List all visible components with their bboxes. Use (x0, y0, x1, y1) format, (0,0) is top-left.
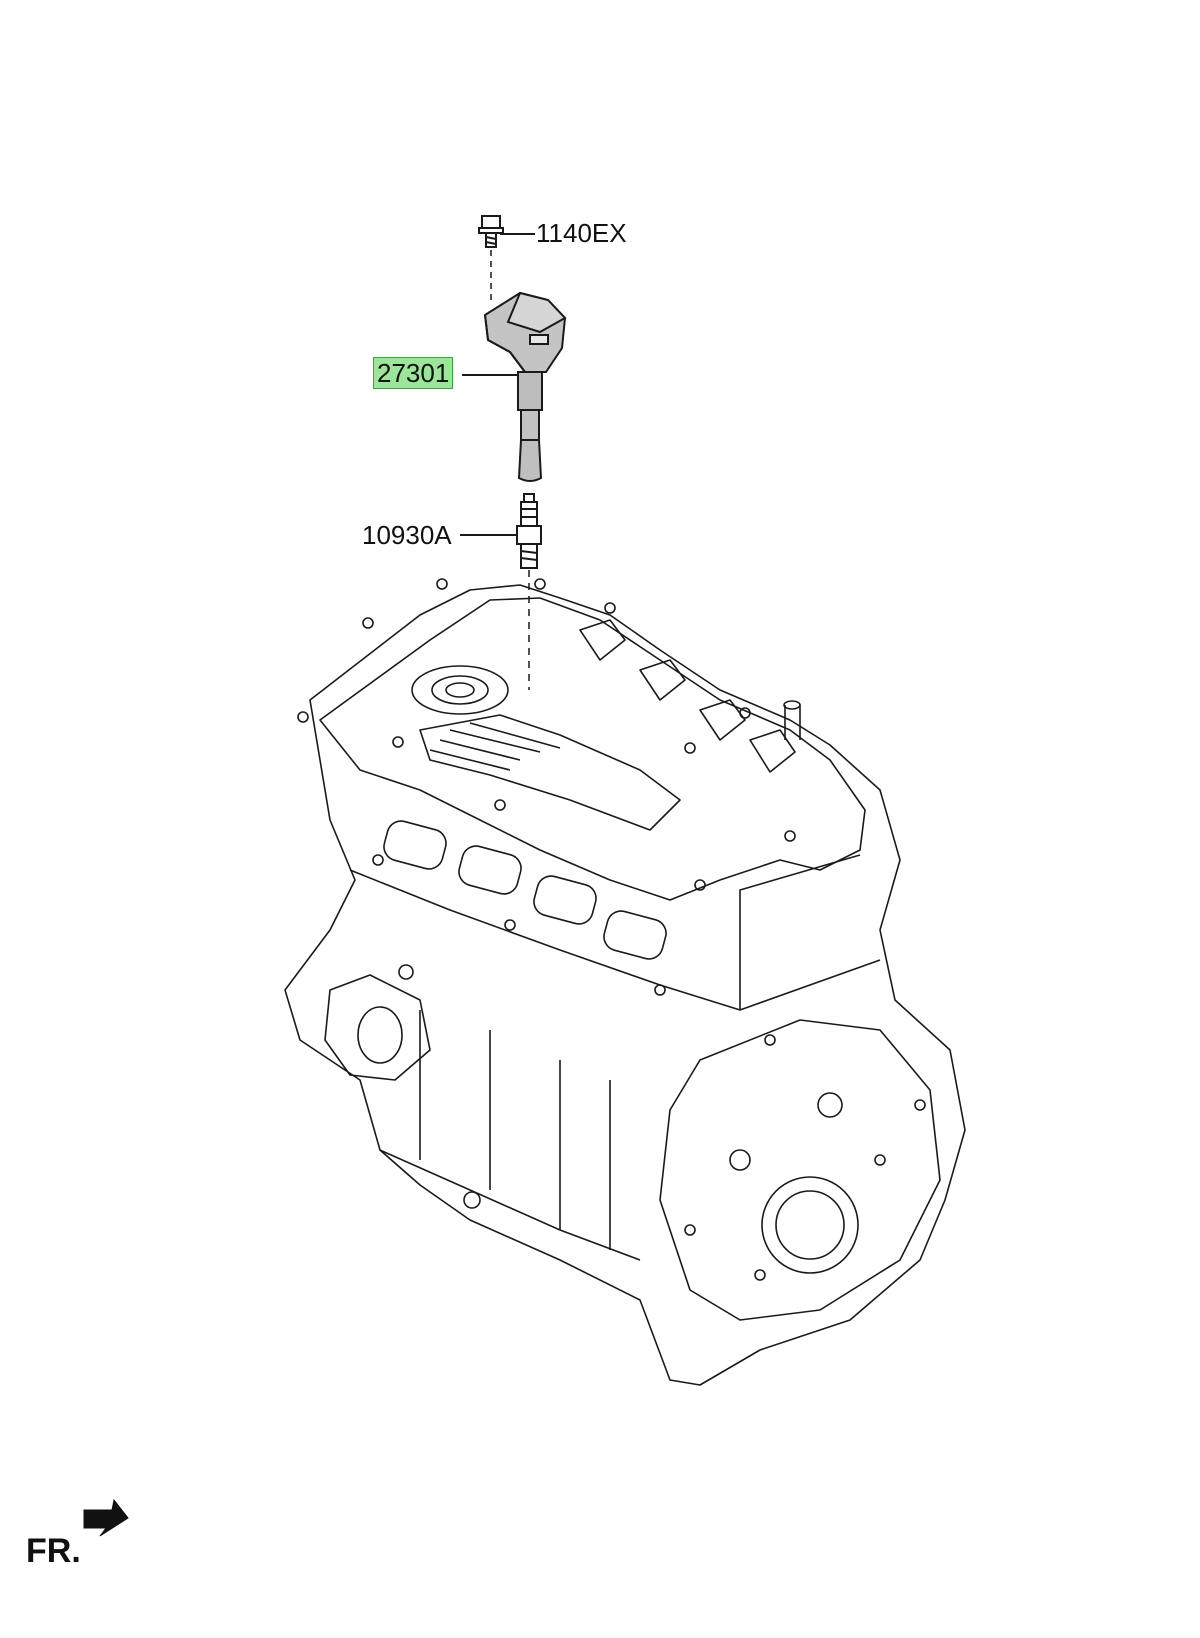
ignition-coil-part-number[interactable]: 27301 (373, 357, 454, 389)
spark-plug-part-number[interactable]: 10930A (362, 520, 452, 550)
bolt-part-number[interactable]: 1140EX (536, 218, 627, 248)
front-direction-arrow-icon (83, 1498, 129, 1537)
ignition-coil-part (483, 291, 567, 482)
front-direction-label: FR. (26, 1532, 81, 1570)
engine-assembly (284, 578, 966, 1386)
spark-plug-part (516, 493, 542, 569)
bolt-part (478, 215, 504, 248)
